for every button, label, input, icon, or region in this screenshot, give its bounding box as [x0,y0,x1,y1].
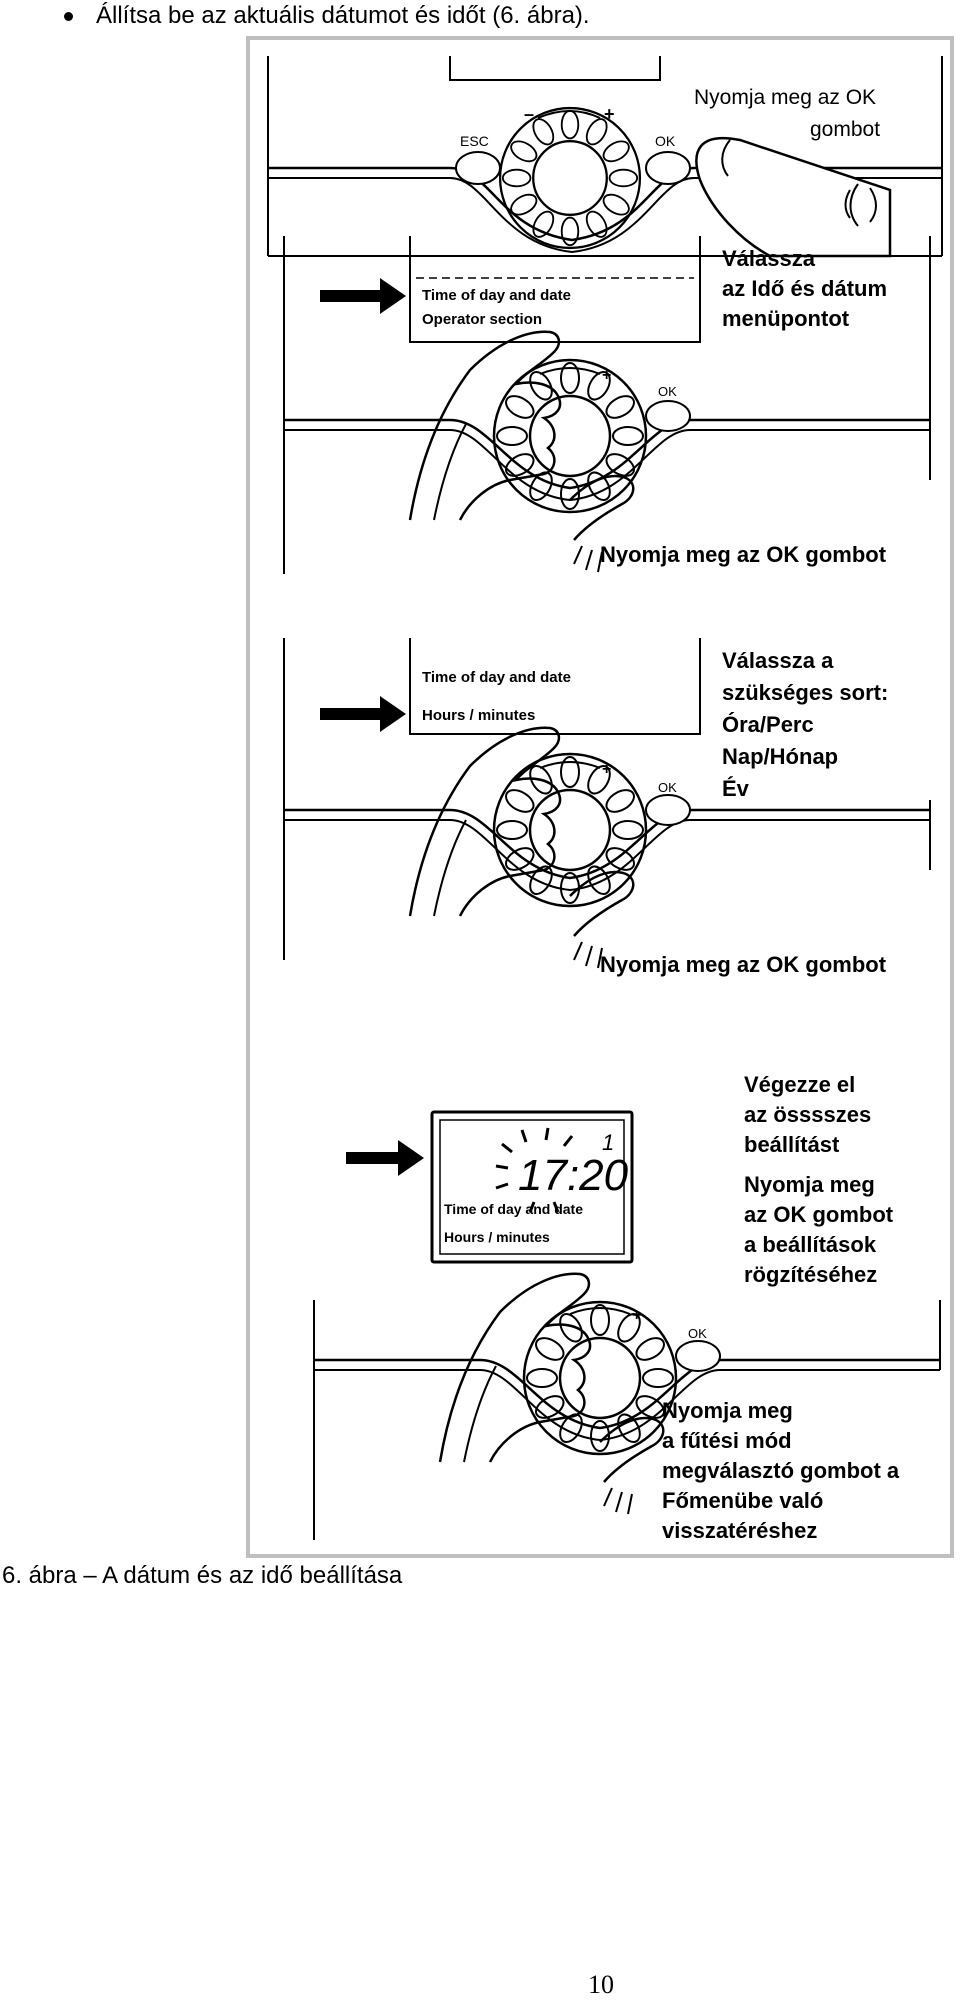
panel4-callout-line2: az össsszes [744,1102,871,1127]
figure-frame: ESC OK – + Nyomja meg az OK gombot Time … [246,36,954,1558]
ok-label: OK [655,133,676,149]
panel4-screen-line1: Time of day and date [444,1201,583,1217]
esc-label: ESC [460,133,489,149]
panel-3: Time of day and date Hours / minutes OK … [283,638,931,977]
panel1-callout-line2: gombot [810,118,880,141]
panel3-callout-line2: szükséges sort: [722,680,888,705]
panel2-callout-line3: menüpontot [722,306,850,331]
panel-1: ESC OK – + Nyomja meg az OK gombot [267,56,943,258]
panel3-callout-line1: Válassza a [722,648,834,673]
panel4-bottom-line4: Főmenübe való [662,1488,823,1513]
panel4-callout-line5: az OK gombot [744,1202,894,1227]
panel3-ok-label: OK [658,780,677,795]
panel2-press-ok: Nyomja meg az OK gombot [600,542,887,567]
panel3-press-ok: Nyomja meg az OK gombot [600,952,887,977]
panel4-callout-line1: Végezze el [744,1072,855,1097]
panel4-callout-line6: a beállítások [744,1232,877,1257]
panel2-ok-label: OK [658,384,677,399]
panel4-callout-line7: rögzítéséhez [744,1262,877,1287]
blink-rays-icon [495,1127,574,1213]
svg-text:+: + [604,104,615,124]
arrow-icon [320,696,406,732]
svg-text:+: + [632,1307,641,1324]
figure-illustration: ESC OK – + Nyomja meg az OK gombot Time … [267,56,943,977]
panel4-callout-line4: Nyomja meg [744,1172,875,1197]
panel3-callout-line4: Nap/Hónap [722,744,838,769]
svg-text:+: + [602,761,611,778]
panel4-bottom-line2: a fűtési mód [662,1428,792,1453]
figure-caption: 6. ábra – A dátum és az idő beállítása [2,1562,403,1589]
lcd-frame-outer [430,1110,634,1264]
panel3-screen-line2: Hours / minutes [422,707,535,724]
lcd-clock: 17:20 [518,1151,629,1200]
panel3-callout-line3: Óra/Perc [722,712,814,737]
arrow-icon [346,1140,424,1176]
svg-text:–: – [524,104,534,124]
panel3-screen-line1: Time of day and date [422,669,571,686]
panel2-screen-line1: Time of day and date [422,287,571,304]
figure-panel-4-art: 17:20 1 Time of day and date Hours / min… [313,1072,941,1543]
lcd-small-digit: 1 [602,1130,614,1155]
arrow-icon [320,278,406,314]
bullet-icon [64,12,73,21]
panel3-callout-line5: Év [722,776,750,801]
panel2-callout-line1: Válassza [722,246,816,271]
panel4-ok-label: OK [688,1326,707,1341]
page-number: 10 [588,1970,614,1999]
panel4-bottom-line3: megválasztó gombot a [662,1458,900,1483]
panel4-bottom-line1: Nyomja meg [662,1398,793,1423]
intro-bullet-text: Állítsa be az aktuális dátumot és időt (… [96,2,590,29]
panel2-callout-line2: az Idő és dátum [722,276,887,301]
panel1-callout-line1: Nyomja meg az OK [694,86,876,109]
panel-2: Time of day and date Operator section OK… [283,236,931,574]
panel4-bottom-line5: visszatéréshez [662,1518,817,1543]
panel2-screen-line2: Operator section [422,311,542,328]
panel4-screen-line2: Hours / minutes [444,1229,550,1245]
panel4-callout-line3: beállítást [744,1132,840,1157]
svg-text:+: + [602,367,611,384]
